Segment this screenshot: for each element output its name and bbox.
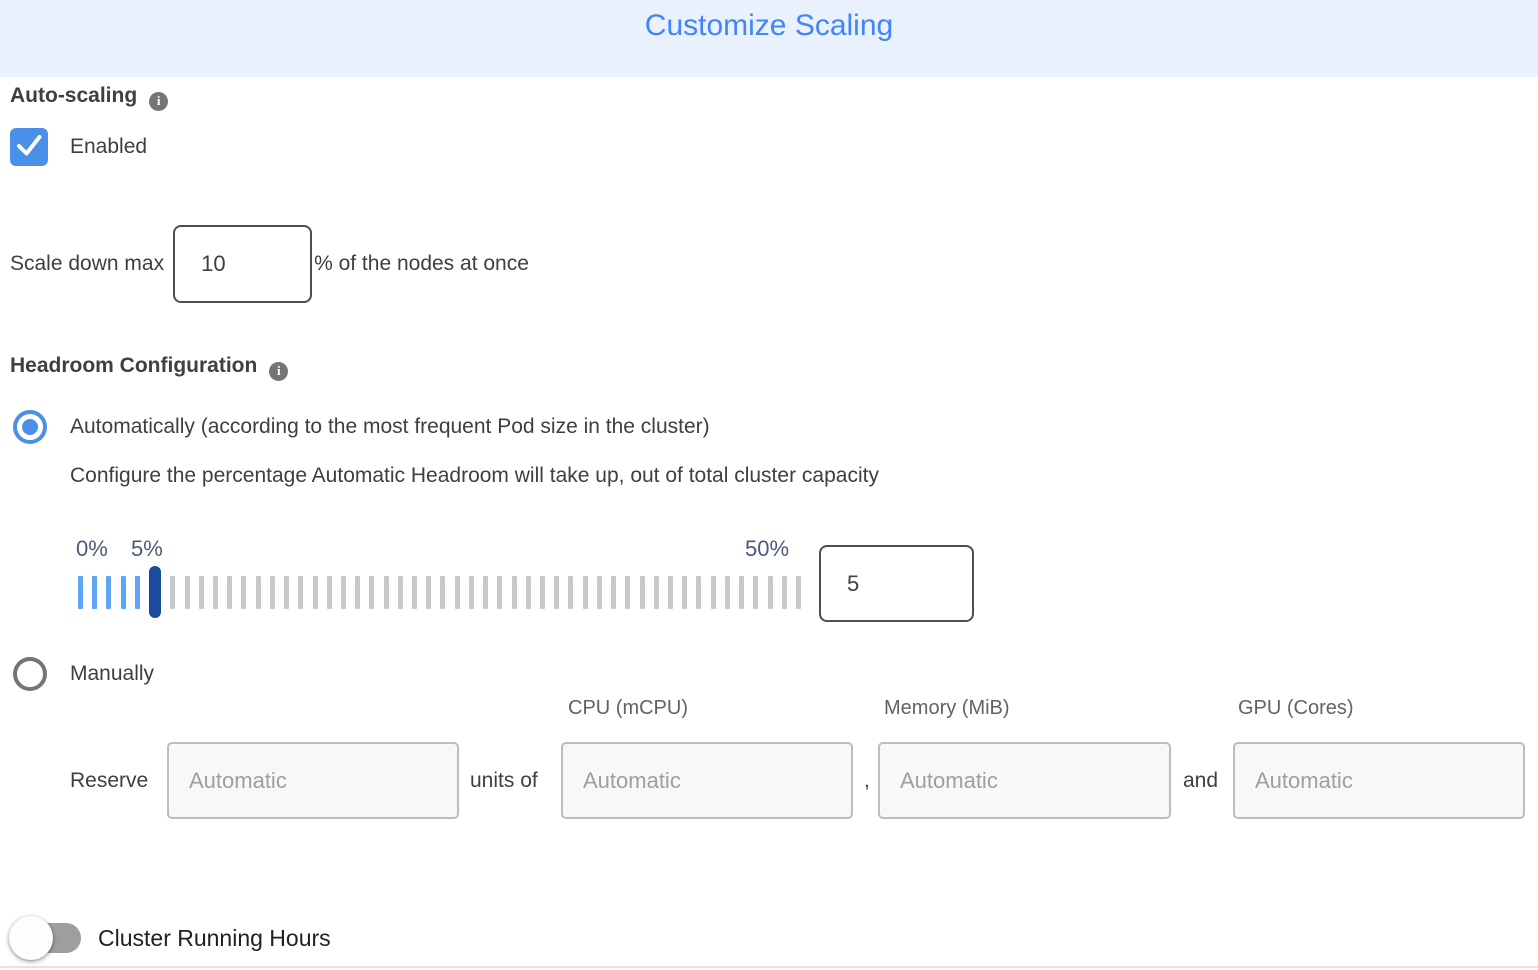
slider-tick[interactable]: [269, 575, 275, 609]
slider-tick[interactable]: [682, 575, 688, 609]
slider-tick[interactable]: [355, 575, 361, 609]
slider-tick[interactable]: [106, 575, 112, 609]
headroom-description: Configure the percentage Automatic Headr…: [70, 464, 879, 487]
slider-tick[interactable]: [78, 575, 83, 609]
slider-tick[interactable]: [568, 575, 574, 609]
slider-min-label: 0%: [76, 536, 108, 561]
slider-tick[interactable]: [554, 575, 560, 609]
slider-tick[interactable]: [753, 575, 759, 609]
scale-down-prefix: Scale down max: [10, 252, 165, 275]
slider-tick[interactable]: [426, 575, 432, 609]
column-header-cpu: CPU (mCPU): [568, 697, 688, 719]
scale-down-max-input[interactable]: [173, 225, 313, 303]
info-icon[interactable]: i: [269, 361, 289, 381]
slider-tick[interactable]: [582, 575, 588, 609]
slider-tick[interactable]: [397, 575, 403, 609]
slider-tick[interactable]: [468, 575, 474, 609]
cluster-running-hours-label[interactable]: Cluster Running Hours: [98, 925, 331, 951]
headroom-slider[interactable]: [78, 566, 801, 618]
slider-tick[interactable]: [781, 575, 787, 609]
slider-tick[interactable]: [170, 575, 176, 609]
headroom-percentage-input[interactable]: [819, 545, 974, 622]
column-header-gpu: GPU (Cores): [1238, 697, 1354, 719]
enabled-checkbox-label[interactable]: Enabled: [70, 135, 148, 158]
reserve-label: Reserve: [70, 769, 149, 792]
slider-tick[interactable]: [312, 575, 318, 609]
cluster-running-hours-toggle[interactable]: [9, 916, 81, 960]
reserve-memory-input[interactable]: [878, 742, 1171, 819]
slider-tick[interactable]: [511, 575, 517, 609]
panel-header: Customize Scaling: [0, 0, 1538, 77]
slider-tick[interactable]: [383, 575, 389, 609]
slider-tick[interactable]: [298, 575, 304, 609]
manual-radio-label[interactable]: Manually: [70, 662, 155, 685]
slider-tick[interactable]: [255, 575, 261, 609]
slider-tick[interactable]: [440, 575, 446, 609]
automatic-radio-label[interactable]: Automatically (according to the most fre…: [70, 415, 710, 438]
slider-tick[interactable]: [326, 575, 332, 609]
slider-tick[interactable]: [525, 575, 531, 609]
manual-radio[interactable]: [13, 657, 47, 691]
scale-down-row: Scale down max % of the nodes at once: [10, 225, 529, 303]
auto-scaling-enabled-row: Enabled: [10, 128, 147, 166]
slider-tick[interactable]: [227, 575, 233, 609]
slider-tick[interactable]: [184, 575, 190, 609]
slider-tick[interactable]: [639, 575, 645, 609]
slider-tick[interactable]: [625, 575, 631, 609]
slider-tick[interactable]: [540, 575, 545, 609]
auto-scaling-section-label: Auto-scaling i: [10, 84, 169, 111]
slider-tick[interactable]: [696, 575, 702, 609]
scale-down-suffix: % of the nodes at once: [314, 252, 529, 275]
comma-separator: ,: [864, 769, 870, 792]
slider-current-label: 5%: [131, 536, 163, 561]
automatic-radio[interactable]: [13, 410, 47, 444]
slider-max-label: 50%: [745, 536, 790, 561]
slider-handle[interactable]: [149, 566, 162, 618]
slider-tick[interactable]: [241, 575, 247, 609]
slider-tick[interactable]: [340, 575, 346, 609]
column-header-memory: Memory (MiB): [884, 697, 1010, 719]
slider-tick[interactable]: [212, 575, 218, 609]
and-label: and: [1183, 769, 1219, 792]
slider-tick[interactable]: [497, 575, 503, 609]
slider-tick[interactable]: [710, 575, 716, 609]
headroom-manual-option: Manually: [13, 657, 154, 691]
slider-tick[interactable]: [412, 575, 418, 609]
slider-tick[interactable]: [724, 575, 730, 609]
slider-tick[interactable]: [611, 575, 617, 609]
auto-scaling-label-text: Auto-scaling: [10, 84, 138, 107]
headroom-label-text: Headroom Configuration: [10, 354, 258, 377]
slider-tick[interactable]: [795, 575, 801, 609]
checkmark-icon: [10, 126, 48, 169]
reserve-cpu-input[interactable]: [561, 742, 853, 819]
slider-tick[interactable]: [653, 575, 659, 609]
slider-tick[interactable]: [767, 575, 773, 609]
toggle-knob[interactable]: [9, 916, 53, 960]
slider-tick[interactable]: [120, 575, 126, 609]
info-icon[interactable]: i: [149, 91, 169, 111]
slider-tick[interactable]: [369, 575, 375, 609]
slider-tick[interactable]: [454, 575, 460, 609]
headroom-section-label: Headroom Configuration i: [10, 354, 289, 381]
slider-tick[interactable]: [596, 575, 602, 609]
headroom-automatic-option: Automatically (according to the most fre…: [13, 410, 710, 444]
slider-tick[interactable]: [198, 575, 204, 609]
slider-tick[interactable]: [667, 575, 673, 609]
radio-dot: [22, 419, 38, 435]
units-of-label: units of: [470, 769, 538, 792]
bottom-divider: [0, 966, 1538, 968]
slider-tick[interactable]: [483, 575, 489, 609]
page-title: Customize Scaling: [644, 9, 894, 42]
slider-tick[interactable]: [739, 575, 745, 609]
reserve-gpu-input[interactable]: [1233, 742, 1525, 819]
enabled-checkbox[interactable]: [10, 128, 48, 166]
slider-tick[interactable]: [284, 575, 290, 609]
slider-tick[interactable]: [134, 575, 140, 609]
slider-tick[interactable]: [92, 575, 98, 609]
reserve-units-input[interactable]: [167, 742, 459, 819]
